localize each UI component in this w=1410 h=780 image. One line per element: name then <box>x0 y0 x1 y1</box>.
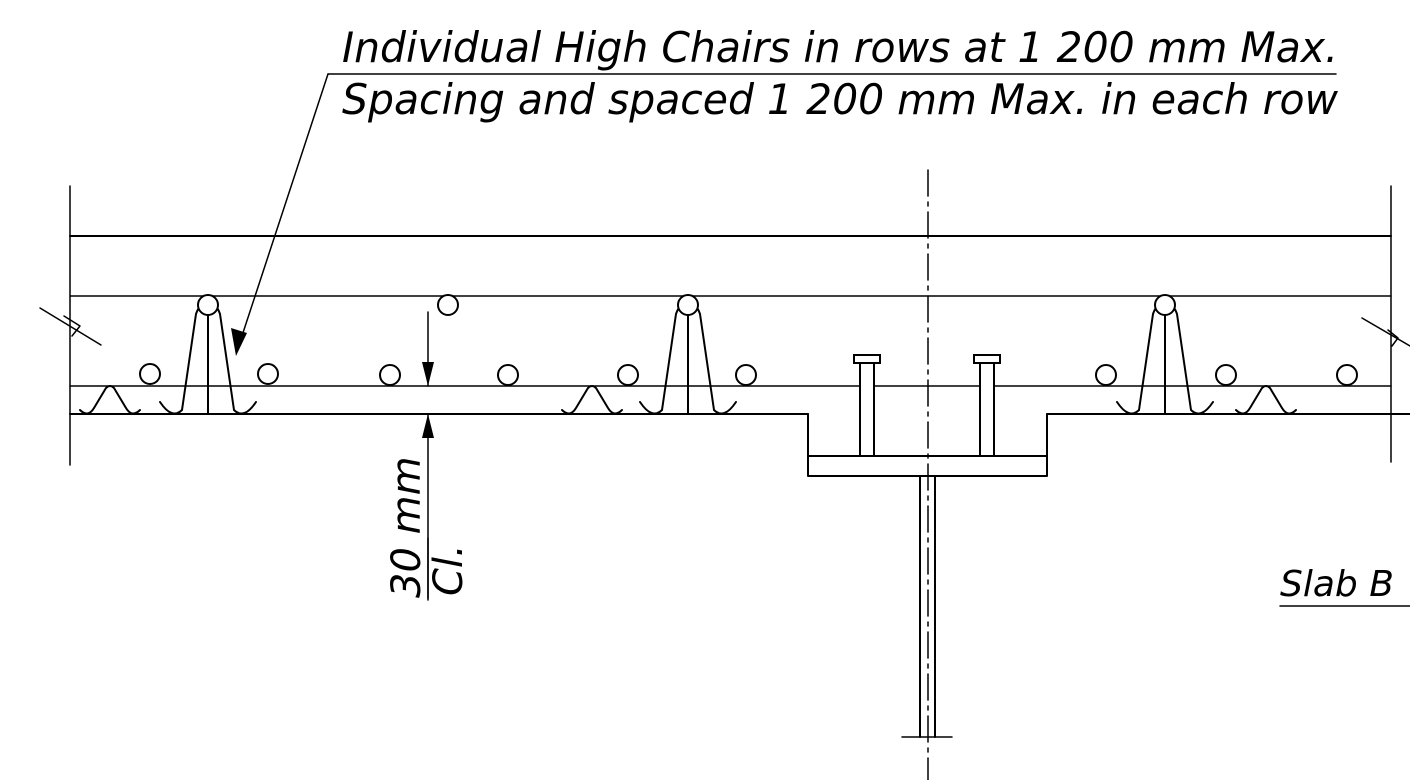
bottom-bar <box>1215 364 1237 386</box>
break-mark-right-tick <box>1387 329 1399 347</box>
low-chair <box>1235 385 1297 415</box>
high-chairs <box>159 294 1214 415</box>
dimension-arrow-down <box>422 362 434 386</box>
low-chair <box>561 385 623 415</box>
leader-line <box>237 73 329 349</box>
top-bar <box>437 294 459 316</box>
section-label: Slab B <box>1279 564 1410 607</box>
bottom-bar <box>139 363 161 385</box>
high-chair <box>1116 294 1214 415</box>
low-chair <box>79 385 141 415</box>
callout-note: Individual High Chairs in rows at 1 200 … <box>231 23 1339 356</box>
bottom-bar <box>1336 364 1358 386</box>
break-mark-left-tick <box>63 315 81 337</box>
chair-bar <box>677 294 699 316</box>
bottom-bar <box>379 364 401 386</box>
cover-dimension: 30 mm Cl. <box>384 311 472 601</box>
low-chairs <box>79 385 1297 415</box>
steel-girder <box>901 475 953 738</box>
break-mark-left <box>39 307 102 346</box>
chair-bar <box>1154 294 1176 316</box>
section-label-text: Slab B <box>1280 564 1394 605</box>
note-line-2: Spacing and spaced 1 200 mm Max. in each… <box>342 75 1339 124</box>
shear-stud-right-shank <box>979 361 995 457</box>
bottom-bar <box>1095 364 1117 386</box>
slab-outline <box>39 185 1410 477</box>
chair-bar <box>197 294 219 316</box>
shear-stud-left-shank <box>859 361 875 457</box>
high-chair <box>159 294 257 415</box>
dimension-value: 30 mm <box>384 456 430 598</box>
shear-stud-left-head <box>853 354 881 364</box>
bottom-bar <box>617 364 639 386</box>
bottom-bar <box>735 364 757 386</box>
shear-studs <box>853 354 1001 457</box>
break-mark-right <box>1361 317 1410 347</box>
shear-stud-right-head <box>973 354 1001 364</box>
bottom-bar <box>257 363 279 385</box>
note-line-1: Individual High Chairs in rows at 1 200 … <box>342 23 1338 72</box>
dimension-label: Cl. <box>426 544 472 596</box>
high-chair <box>639 294 737 415</box>
dimension-arrow-up <box>422 414 434 438</box>
rebar-sections <box>139 294 1358 386</box>
bottom-bar <box>497 364 519 386</box>
leader-arrowhead <box>231 328 247 356</box>
